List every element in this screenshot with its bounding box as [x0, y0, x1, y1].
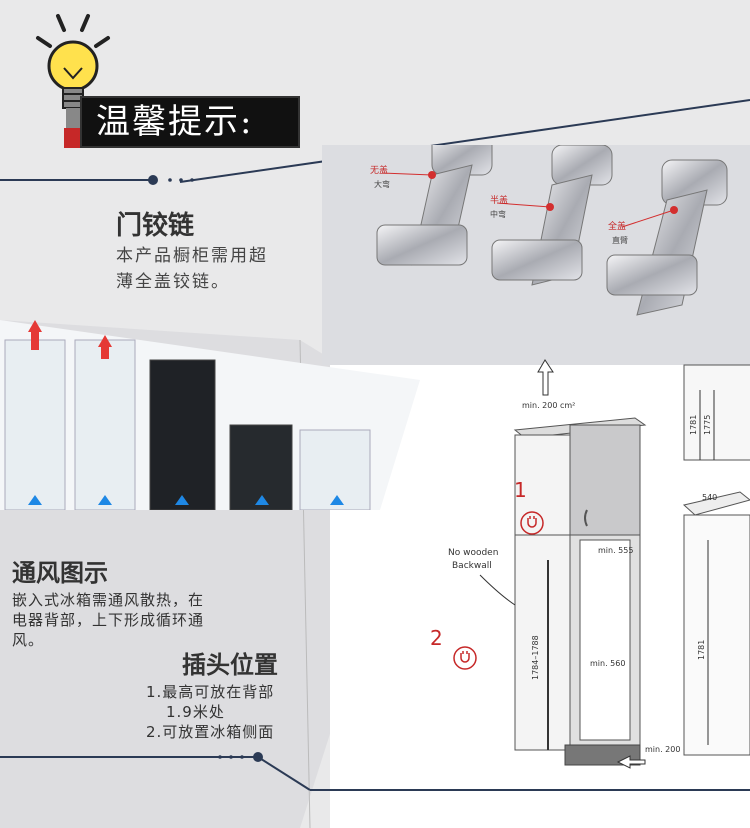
dim-540-label: 540	[702, 493, 717, 502]
installation-diagram: min. 200 cm² 1784–1788 min. 555 min. 560…	[300, 340, 750, 828]
no-backwall-line2: Backwall	[452, 561, 492, 571]
hinge-label-1-sub: 大弯	[374, 179, 390, 189]
min-560-label: min. 560	[590, 659, 625, 668]
height-range-label: 1784–1788	[531, 635, 540, 680]
banner	[80, 96, 300, 148]
hinge-photo: 无盖 大弯 半盖 中弯 全盖 直臂	[322, 145, 750, 365]
ventilation-desc-line2: 电器背部，上下形成循环通	[12, 611, 205, 629]
dim-1781-label: 1781	[689, 415, 698, 435]
plug-line2: 1.9米处	[166, 703, 225, 721]
light-bulb-icon	[36, 14, 110, 146]
ventilation-desc-line1: 嵌入式冰箱需通风散热，在	[12, 591, 205, 609]
hinge-label-1-main: 无盖	[370, 164, 388, 176]
plug-line1: 1.最高可放在背部	[146, 683, 275, 701]
min-top-label: min. 200 cm²	[522, 401, 575, 410]
hinge-label-3-sub: 直臂	[612, 235, 628, 245]
plug-icon-2	[453, 646, 477, 670]
hinge-title: 门铰链	[116, 211, 195, 241]
no-backwall-line1: No wooden	[448, 548, 498, 558]
min-555-label: min. 555	[598, 546, 633, 555]
plug-icon-1	[520, 511, 544, 535]
hinge-label-3-main: 全盖	[608, 220, 626, 232]
banner-title: 温馨提示:	[96, 102, 254, 142]
hinge-label-2-sub: 中弯	[490, 209, 506, 219]
fridge-ventilation-photo	[0, 320, 420, 510]
plug-title: 插头位置	[182, 651, 278, 679]
hinge-label-2-main: 半盖	[490, 194, 508, 206]
plug-marker-2: 2	[430, 626, 443, 650]
ventilation-title: 通风图示	[12, 559, 108, 587]
min-bottom-label: min. 200 cm²	[645, 745, 698, 754]
hinge-desc-line1: 本产品橱柜需用超	[116, 246, 268, 266]
hinge-desc-line2: 薄全盖铰链。	[116, 272, 230, 292]
ventilation-desc-line3: 风。	[12, 631, 45, 649]
plug-marker-1: 1	[514, 478, 527, 502]
dim-1775-label: 1775	[703, 415, 712, 435]
plug-line3: 2.可放置冰箱侧面	[146, 723, 275, 741]
dim-1781b-label: 1781	[697, 640, 706, 660]
